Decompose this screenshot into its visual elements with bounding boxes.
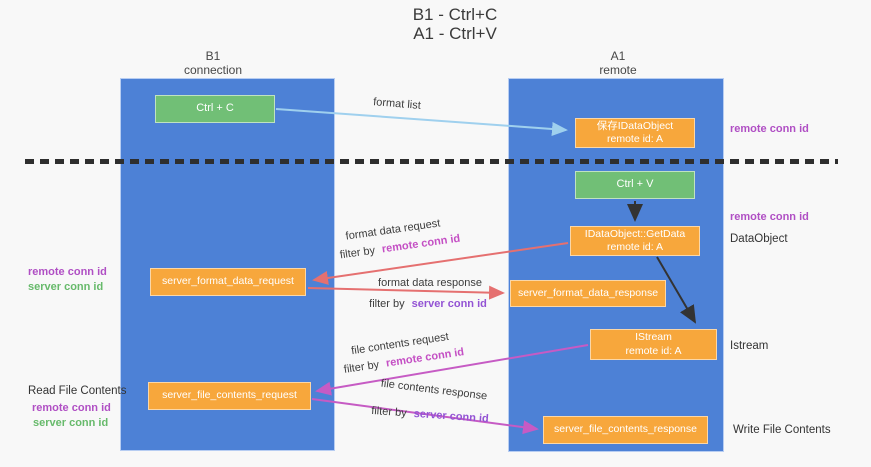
title-line-1: B1 - Ctrl+C <box>412 5 498 24</box>
title-line-2: A1 - Ctrl+V <box>413 23 497 43</box>
getdata-line2: remote id: A <box>606 241 664 253</box>
save-idataobject-line1: 保存IDataObject <box>596 119 674 132</box>
format-list-label: format list <box>372 96 422 112</box>
remote-conn-id-annotation-left: remote conn id <box>28 266 107 278</box>
istream-box: IStream remote id: A <box>590 329 717 360</box>
server-format-data-response-box: server_format_data_response <box>510 280 666 307</box>
ctrl-c-label: Ctrl + C <box>196 102 234 115</box>
remote-conn-id-annotation-top-right: remote conn id <box>730 123 809 135</box>
server-conn-id-annotation-left: server conn id <box>28 281 104 293</box>
lifeline-header-b1: B1 connection <box>143 49 283 78</box>
istream-line2: remote id: A <box>625 344 682 357</box>
getdata-line1: IDataObject::GetData <box>584 227 686 240</box>
istream-line1: IStream <box>635 331 672 344</box>
format-response-label: server_format_data_response <box>517 286 659 299</box>
ctrl-v-label: Ctrl + V <box>616 178 654 191</box>
lifeline-b1-name: B1 <box>205 49 221 63</box>
server-format-data-request-box: server_format_data_request <box>150 268 306 296</box>
write-file-contents-annotation: Write File Contents <box>733 424 831 436</box>
format-data-response-filter-label: filter by server conn id <box>369 298 487 310</box>
server-conn-id-annotation-bottom-left: server conn id <box>33 417 109 429</box>
format-data-response-label: format data response <box>378 277 482 289</box>
server-conn-id-highlight: server conn id <box>413 407 490 426</box>
ctrl-v-box: Ctrl + V <box>575 171 695 199</box>
file-response-label: server_file_contents_response <box>553 423 697 436</box>
server-file-contents-request-box: server_file_contents_request <box>148 382 311 410</box>
lifeline-header-a1: A1 remote <box>548 49 688 78</box>
save-idataobject-line2: remote id: A <box>606 133 664 145</box>
diagram-title: B1 - Ctrl+C A1 - Ctrl+V <box>375 5 535 43</box>
filter-by-text: filter by <box>370 404 411 420</box>
file-contents-response-label: file contents response <box>380 377 488 403</box>
read-file-contents-annotation: Read File Contents <box>28 385 127 397</box>
idataobject-getdata-box: IDataObject::GetData remote id: A <box>570 226 700 256</box>
file-contents-response-filter-label: filter by server conn id <box>371 405 489 425</box>
phase-separator-dashed-line <box>25 159 838 164</box>
lifeline-a1-name: A1 <box>610 49 626 63</box>
ctrl-c-box: Ctrl + C <box>155 95 275 123</box>
format-request-label: server_format_data_request <box>162 275 294 288</box>
filter-by-text: filter by <box>339 244 379 262</box>
lifeline-b1-role: connection <box>183 62 243 77</box>
file-request-label: server_file_contents_request <box>162 389 297 402</box>
remote-conn-id-annotation-right: remote conn id <box>730 211 809 223</box>
save-idataobject-box: 保存IDataObject remote id: A <box>575 118 695 148</box>
filter-by-text: filter by <box>369 298 408 310</box>
dataobject-annotation: DataObject <box>730 233 788 245</box>
remote-conn-id-annotation-bottom-left: remote conn id <box>32 402 111 414</box>
istream-annotation: Istream <box>730 340 769 352</box>
filter-by-text: filter by <box>343 358 383 376</box>
server-conn-id-highlight: server conn id <box>411 298 487 310</box>
lifeline-a1-role: remote <box>599 62 637 77</box>
server-file-contents-response-box: server_file_contents_response <box>543 416 708 444</box>
